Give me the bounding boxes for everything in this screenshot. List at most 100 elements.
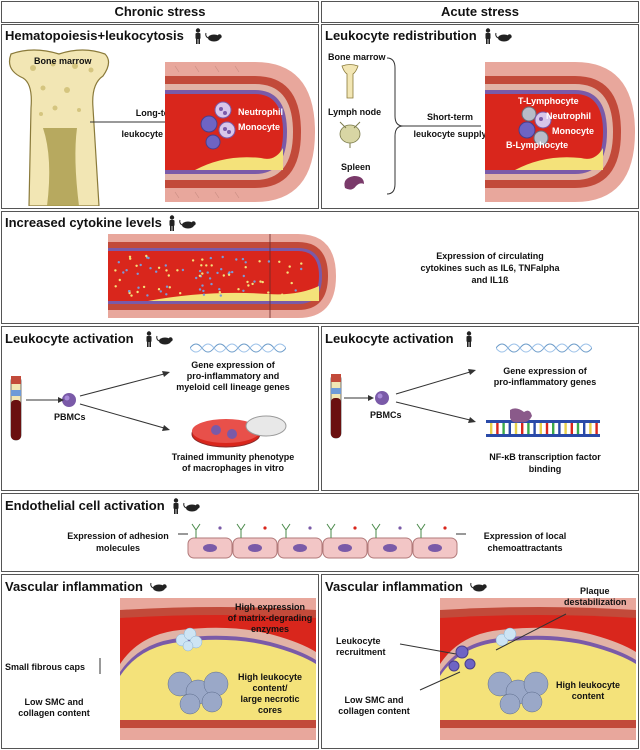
monocyte-label-acute: Monocyte bbox=[552, 126, 595, 136]
mouse-icon bbox=[179, 219, 196, 229]
petri-dish-icon bbox=[191, 415, 287, 448]
blood-tube-icon bbox=[330, 374, 342, 439]
pbmc-cell-icon bbox=[375, 391, 389, 405]
organ-bone-marrow-label: Bone marrow bbox=[328, 52, 386, 62]
leuk-acute-2: content bbox=[571, 691, 605, 701]
lymph-node-icon bbox=[339, 121, 361, 148]
leuk-chronic-1: High leukocyte bbox=[237, 672, 302, 682]
panel-endothelial bbox=[1, 493, 639, 572]
title-vasc-acute: Vascular inflammation bbox=[325, 579, 463, 594]
bone-marrow-label: Bone marrow bbox=[34, 56, 92, 66]
plaque-text-2: destabilization bbox=[564, 597, 627, 607]
artery-plaque-chronic bbox=[120, 598, 316, 740]
bone-marrow-illustration bbox=[8, 49, 110, 206]
header-chronic bbox=[1, 1, 319, 23]
fibrous-caps-label: Small fibrous caps bbox=[5, 662, 86, 672]
mouse-icon bbox=[205, 32, 222, 42]
human-icon bbox=[173, 498, 179, 514]
header-acute-label: Acute stress bbox=[440, 4, 520, 19]
arrows-activation-acute bbox=[344, 369, 476, 423]
artery-redistribution bbox=[485, 62, 635, 202]
title-vasc-chronic: Vascular inflammation bbox=[5, 579, 143, 594]
plaque-text-1: Plaque bbox=[580, 586, 610, 596]
supply-label-chronic-1: Long-term bbox=[135, 108, 181, 118]
organ-bracket bbox=[386, 57, 481, 195]
smc-acute-1: Low SMC and bbox=[344, 695, 404, 705]
recruit-text-1: Leukocyte bbox=[336, 636, 381, 646]
endothelial-layer bbox=[178, 523, 466, 559]
dna-icon bbox=[496, 343, 592, 353]
title-cytokines: Increased cytokine levels bbox=[5, 215, 162, 230]
human-icon bbox=[466, 331, 472, 347]
smc-chronic-2: collagen content bbox=[18, 708, 90, 718]
panel-activation-chronic bbox=[1, 326, 319, 491]
title-endothelial: Endothelial cell activation bbox=[5, 498, 165, 513]
mouse-icon bbox=[156, 335, 173, 345]
leuk-chronic-3: large necrotic bbox=[240, 694, 300, 704]
chemo-text-1: Expression of local bbox=[483, 531, 567, 541]
pbmc-label-chronic: PBMCs bbox=[54, 412, 86, 422]
cytokines-text-1: Expression of circulating bbox=[436, 251, 544, 261]
supply-label-acute-2: leukocyte supply bbox=[413, 129, 487, 139]
supply-label-chronic-2: leukocyte supply bbox=[121, 129, 195, 139]
smc-acute-2: collagen content bbox=[338, 706, 410, 716]
blood-tube-icon bbox=[10, 376, 22, 441]
human-icon bbox=[146, 331, 152, 347]
dna-icon bbox=[190, 343, 286, 353]
supply-label-acute-1: Short-term bbox=[426, 112, 473, 122]
gene-text-chronic-3: myeloid cell lineage genes bbox=[176, 382, 290, 392]
arrows-activation-chronic bbox=[26, 371, 170, 431]
title-hematopoiesis: Hematopoiesis+leukocytosis bbox=[5, 28, 184, 43]
human-icon bbox=[169, 215, 175, 231]
bone-icon bbox=[341, 64, 359, 99]
mouse-icon bbox=[470, 582, 487, 592]
neutrophil-label-acute: Neutrophil bbox=[546, 111, 591, 121]
trained-text-1: Trained immunity phenotype bbox=[171, 452, 295, 462]
adhesion-text-2: molecules bbox=[95, 543, 141, 553]
leuk-chronic-4: cores bbox=[257, 705, 283, 715]
adhesion-text-1: Expression of adhesion bbox=[67, 531, 169, 541]
organ-spleen-label: Spleen bbox=[341, 162, 371, 172]
pbmc-label-acute: PBMCs bbox=[370, 410, 402, 420]
mouse-icon bbox=[150, 582, 167, 592]
leuk-chronic-2: content/ bbox=[252, 683, 288, 693]
human-icon bbox=[195, 28, 201, 44]
leuk-acute-1: High leukocyte bbox=[555, 680, 620, 690]
mmp-text-3: enzymes bbox=[250, 624, 290, 634]
mouse-icon bbox=[495, 32, 512, 42]
header-acute bbox=[321, 1, 639, 23]
b-lymphocyte-label: B-Lymphocyte bbox=[506, 140, 569, 150]
title-redistribution: Leukocyte redistribution bbox=[325, 28, 477, 43]
gene-text-chronic-1: Gene expression of bbox=[191, 360, 275, 370]
recruit-text-2: recruitment bbox=[336, 647, 386, 657]
pointer-lines-acute bbox=[399, 613, 567, 691]
gene-text-chronic-2: pro-inflammatory and bbox=[186, 371, 280, 381]
gene-text-acute-2: pro-inflammatory genes bbox=[493, 377, 597, 387]
mmp-text-1: High expression bbox=[234, 602, 306, 612]
nfkb-text-2: binding bbox=[528, 464, 562, 474]
pbmc-cell-icon bbox=[62, 393, 76, 407]
mouse-icon bbox=[183, 502, 200, 512]
monocyte-label-chronic: Monocyte bbox=[238, 122, 281, 132]
title-activation-chronic: Leukocyte activation bbox=[5, 331, 134, 346]
nfkb-text-1: NF-κB transcription factor bbox=[489, 452, 601, 462]
gene-text-acute-1: Gene expression of bbox=[503, 366, 587, 376]
mmp-text-2: of matrix-degrading bbox=[227, 613, 313, 623]
nfkb-dna-icon bbox=[486, 408, 600, 437]
trained-text-2: of macrophages in vitro bbox=[181, 463, 285, 473]
chemo-text-2: chemoattractants bbox=[487, 543, 563, 553]
spleen-icon bbox=[344, 176, 364, 190]
human-icon bbox=[485, 28, 491, 44]
artery-hematopoiesis bbox=[165, 62, 315, 202]
cytokines-text-2: cytokines such as IL6, TNFalpha bbox=[420, 263, 560, 273]
fibrous-caps-marker bbox=[99, 658, 101, 674]
title-activation-acute: Leukocyte activation bbox=[325, 331, 454, 346]
artery-cytokines bbox=[108, 234, 336, 318]
smc-chronic-1: Low SMC and bbox=[24, 697, 84, 707]
artery-plaque-acute bbox=[440, 598, 636, 740]
organ-lymph-node-label: Lymph node bbox=[328, 107, 382, 117]
panel-activation-acute bbox=[321, 326, 639, 491]
t-lymphocyte-label: T-Lymphocyte bbox=[518, 96, 579, 106]
header-chronic-label: Chronic stress bbox=[114, 4, 206, 19]
cytokines-text-3: and IL1ß bbox=[471, 275, 509, 285]
